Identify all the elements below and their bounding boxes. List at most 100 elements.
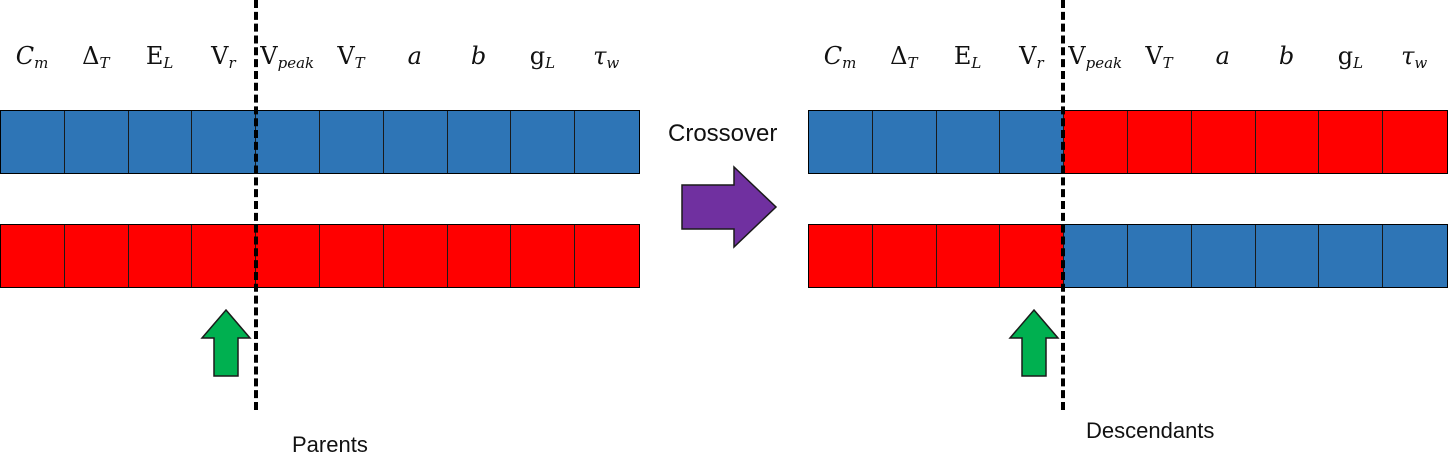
parent-2-gene-1 bbox=[64, 225, 129, 287]
param-symbol: Δ bbox=[890, 42, 908, 70]
descendant-chromosome-2 bbox=[808, 224, 1448, 288]
descendant-1-gene-0 bbox=[809, 111, 873, 173]
parent-2-gene-5 bbox=[319, 225, 384, 287]
param-symbol: V bbox=[260, 42, 278, 70]
param-subscript: L bbox=[545, 54, 556, 72]
param-symbol: b bbox=[1278, 42, 1295, 70]
parents-crossover-cut-line bbox=[254, 0, 258, 410]
param-subscript: L bbox=[163, 54, 174, 72]
descendant-2-gene-5 bbox=[1127, 225, 1192, 287]
descendants-caption: Descendants bbox=[1086, 418, 1215, 443]
param-symbol: g bbox=[1337, 42, 1354, 70]
param-subscript: peak bbox=[1085, 54, 1123, 72]
parent-2-gene-7 bbox=[447, 225, 512, 287]
parent-1-gene-1 bbox=[64, 111, 129, 173]
parent-2-gene-0 bbox=[1, 225, 65, 287]
param-symbol: E bbox=[953, 42, 972, 70]
param-subscript: T bbox=[1162, 54, 1173, 72]
param-symbol: τ bbox=[593, 42, 607, 70]
param-symbol: E bbox=[145, 42, 164, 70]
parent-2-gene-3 bbox=[192, 225, 257, 287]
right-arrow-icon bbox=[681, 165, 778, 249]
param-subscript: L bbox=[1353, 54, 1364, 72]
param-symbol: b bbox=[470, 42, 487, 70]
param-symbol: g bbox=[529, 42, 546, 70]
param-symbol: a bbox=[1215, 42, 1230, 70]
descendant-2-gene-0 bbox=[809, 225, 873, 287]
parent-chromosome-1 bbox=[0, 110, 640, 174]
param-subscript: T bbox=[354, 54, 365, 72]
param-symbol: V bbox=[211, 42, 229, 70]
param-subscript: L bbox=[971, 54, 982, 72]
descendant-2-gene-8 bbox=[1319, 225, 1384, 287]
parent-1-gene-3 bbox=[192, 111, 257, 173]
parent-1-gene-0 bbox=[1, 111, 65, 173]
descendant-chromosome-1 bbox=[808, 110, 1448, 174]
descendant-2-gene-4 bbox=[1064, 225, 1128, 287]
param-symbol: V bbox=[1068, 42, 1086, 70]
parent-2-gene-6 bbox=[383, 225, 448, 287]
descendant-2-gene-7 bbox=[1255, 225, 1320, 287]
param-symbol: V bbox=[1019, 42, 1037, 70]
descendant-1-gene-1 bbox=[872, 111, 937, 173]
param-subscript: m bbox=[842, 54, 857, 72]
parent-2-gene-4 bbox=[256, 225, 320, 287]
param-symbol: Δ bbox=[82, 42, 100, 70]
descendant-1-gene-5 bbox=[1127, 111, 1192, 173]
parent-1-gene-9 bbox=[575, 111, 639, 173]
descendant-1-gene-6 bbox=[1191, 111, 1256, 173]
param-subscript: w bbox=[606, 54, 620, 72]
param-symbol: V bbox=[337, 42, 355, 70]
parents-param-label-7: b bbox=[447, 34, 511, 78]
descendants-crossover-cut-line bbox=[1061, 0, 1065, 410]
parent-1-gene-8 bbox=[511, 111, 576, 173]
param-symbol: C bbox=[15, 42, 35, 70]
descendant-2-gene-2 bbox=[936, 225, 1001, 287]
parent-2-gene-8 bbox=[511, 225, 576, 287]
param-symbol: τ bbox=[1401, 42, 1415, 70]
crossover-label: Crossover bbox=[668, 120, 778, 147]
param-subscript: T bbox=[99, 54, 110, 72]
parent-1-gene-2 bbox=[128, 111, 193, 173]
param-subscript: T bbox=[907, 54, 918, 72]
param-symbol: C bbox=[823, 42, 843, 70]
parent-chromosome-2 bbox=[0, 224, 640, 288]
descendant-2-gene-1 bbox=[872, 225, 937, 287]
descendants-param-label-7: b bbox=[1255, 34, 1319, 78]
descendant-1-gene-3 bbox=[1000, 111, 1065, 173]
descendant-1-gene-8 bbox=[1319, 111, 1384, 173]
parents-caption: Parents bbox=[292, 432, 368, 455]
descendant-1-gene-7 bbox=[1255, 111, 1320, 173]
parents-cut-marker-icon bbox=[200, 308, 252, 377]
descendants-param-label-6: a bbox=[1191, 34, 1255, 78]
parent-2-gene-2 bbox=[128, 225, 193, 287]
param-symbol: a bbox=[407, 42, 422, 70]
descendant-2-gene-3 bbox=[1000, 225, 1065, 287]
param-subscript: peak bbox=[277, 54, 315, 72]
parent-1-gene-5 bbox=[319, 111, 384, 173]
parent-2-gene-9 bbox=[575, 225, 639, 287]
parent-1-gene-4 bbox=[256, 111, 320, 173]
descendant-1-gene-2 bbox=[936, 111, 1001, 173]
descendant-2-gene-6 bbox=[1191, 225, 1256, 287]
descendant-2-gene-9 bbox=[1383, 225, 1447, 287]
parent-1-gene-6 bbox=[383, 111, 448, 173]
